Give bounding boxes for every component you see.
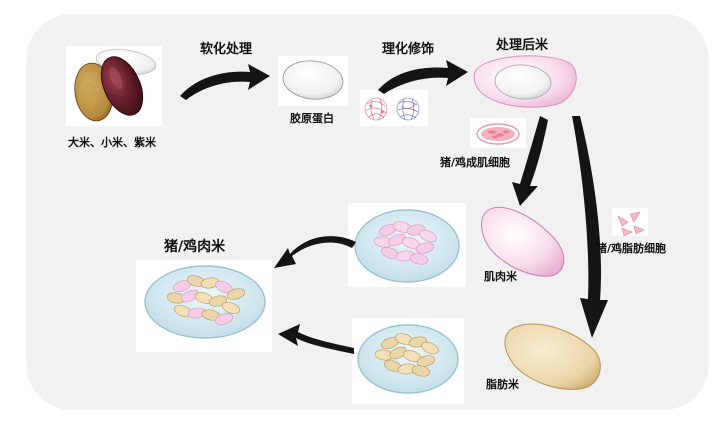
treated-rice-icon xyxy=(473,55,577,108)
label-fat-rice: 脂肪米 xyxy=(486,378,519,391)
label-softening: 软化处理 xyxy=(200,42,253,57)
cell-dish-icon xyxy=(476,123,520,145)
collagen-grain-icon xyxy=(282,60,344,100)
purple-rice-grain-icon xyxy=(100,56,144,116)
label-muscle-rice: 肌肉米 xyxy=(484,270,517,283)
fat-cell-icon xyxy=(617,211,645,237)
label-modification: 理化修饰 xyxy=(382,42,435,57)
fat-rice-icon xyxy=(504,323,601,390)
arrow-to-fat-rice xyxy=(572,116,608,338)
label-collagen: 胶原蛋白 xyxy=(290,112,334,125)
label-myoblast: 猪/鸡成肌细胞 xyxy=(440,156,511,169)
arrow-softening xyxy=(180,64,270,100)
label-treated-rice: 处理后米 xyxy=(496,38,549,53)
label-adipocyte: 猪/鸡脂肪细胞 xyxy=(596,242,667,255)
muscle-rice-icon xyxy=(481,206,565,277)
petri-dish-icon xyxy=(144,265,266,339)
petri-dish-icon xyxy=(354,209,460,283)
fiber-ball-icon xyxy=(364,97,388,121)
petri-dish-icon xyxy=(357,324,459,394)
arrow-to-muscle-rice xyxy=(512,116,548,206)
arrow-modification xyxy=(378,60,468,94)
label-rice-types: 大米、小米、紫米 xyxy=(68,136,156,149)
arrow-fat-to-meat xyxy=(278,324,354,354)
fiber-ball-icon xyxy=(396,97,420,121)
label-meat-rice: 猪/鸡肉米 xyxy=(164,239,226,255)
raw-rice-group xyxy=(74,49,157,122)
arrow-muscle-to-meat xyxy=(274,236,356,268)
